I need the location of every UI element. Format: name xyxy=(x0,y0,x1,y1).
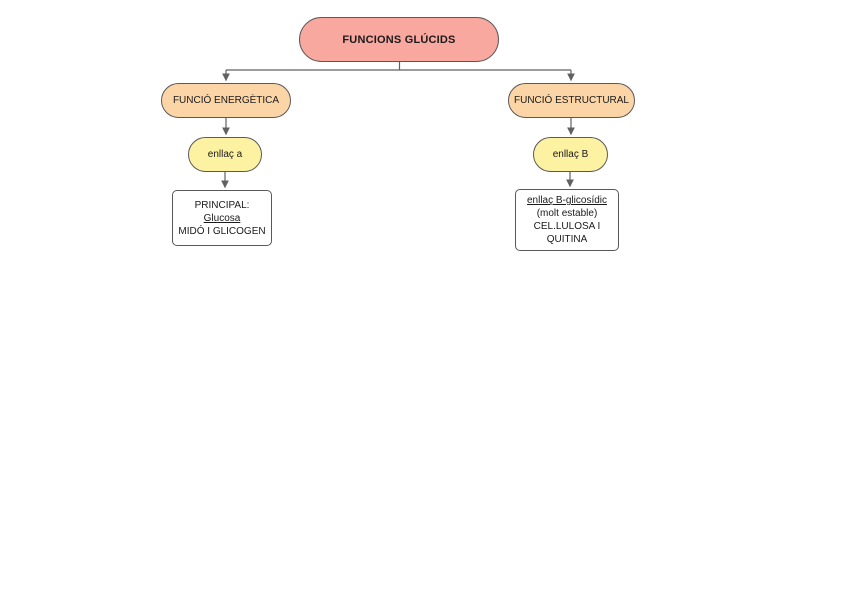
node-enllac-b-label: enllaç B xyxy=(552,148,589,160)
detail-line: QUITINA xyxy=(546,234,588,245)
node-funcions-glucids[interactable]: FUNCIONS GLÚCIDS xyxy=(299,17,499,62)
node-funcio-energetica[interactable]: FUNCIÓ ENERGÈTICA xyxy=(161,83,291,118)
node-estructural-details[interactable]: enllaç B-glicosídic (molt estable) CEL.L… xyxy=(515,189,619,251)
detail-line: CEL.LULOSA I xyxy=(533,221,601,232)
node-funcio-estructural-label: FUNCIÓ ESTRUCTURAL xyxy=(513,94,629,106)
detail-line: enllaç B-glicosídic xyxy=(526,195,608,206)
node-funcio-energetica-label: FUNCIÓ ENERGÈTICA xyxy=(172,94,280,106)
node-enllac-a-label: enllaç a xyxy=(207,148,243,160)
node-funcio-estructural[interactable]: FUNCIÓ ESTRUCTURAL xyxy=(508,83,635,118)
detail-line: (molt estable) xyxy=(536,208,598,219)
detail-line: MIDÓ I GLICOGEN xyxy=(178,225,266,237)
detail-line: Glucosa xyxy=(203,212,241,224)
connector-root-rail xyxy=(226,62,571,71)
node-energetica-details[interactable]: PRINCIPAL: Glucosa MIDÓ I GLICOGEN xyxy=(172,190,272,246)
node-enllac-a[interactable]: enllaç a xyxy=(188,137,262,172)
node-funcions-glucids-label: FUNCIONS GLÚCIDS xyxy=(342,33,456,46)
node-enllac-b[interactable]: enllaç B xyxy=(533,137,608,172)
detail-line: PRINCIPAL: xyxy=(194,199,250,211)
